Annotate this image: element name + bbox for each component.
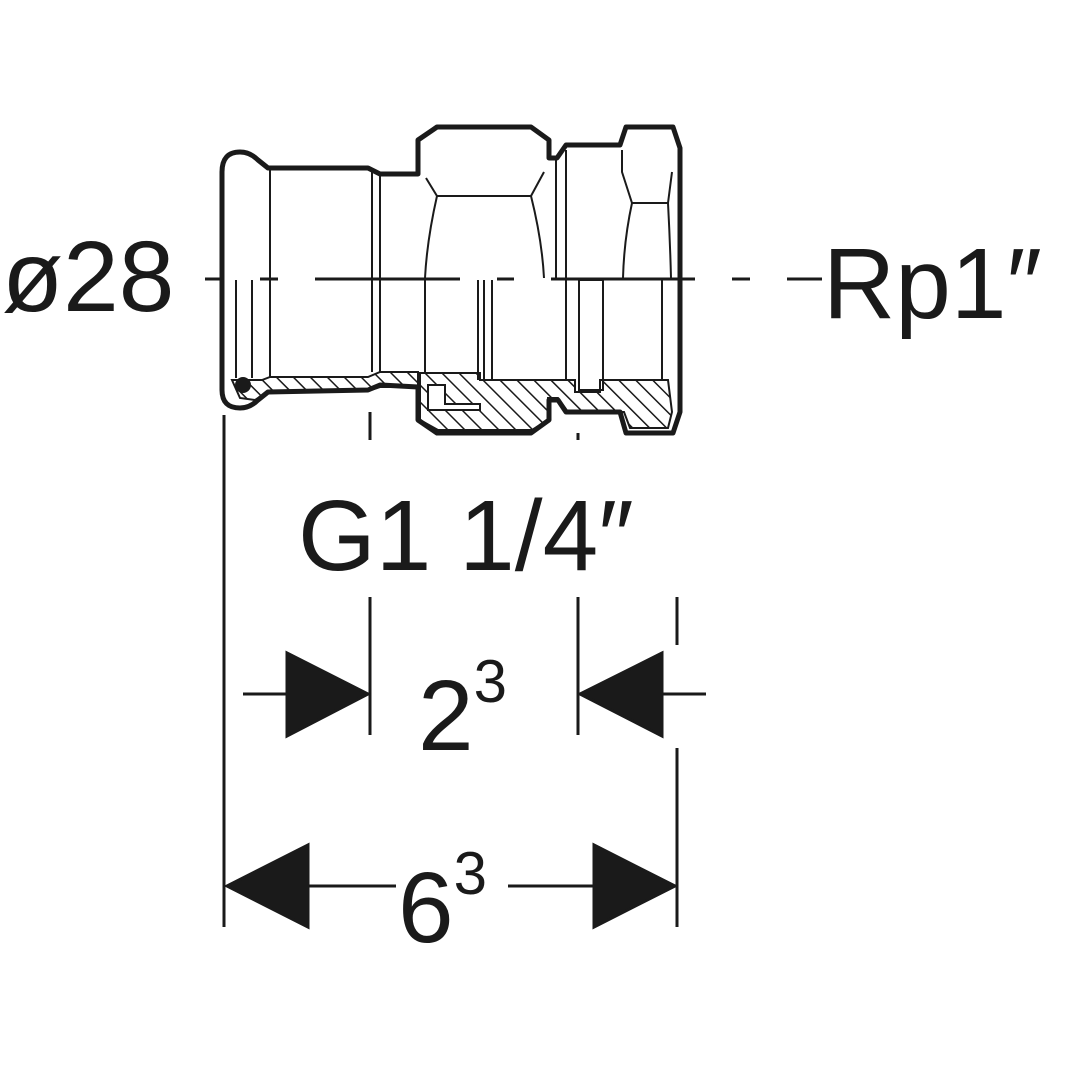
arrow-head xyxy=(576,650,664,739)
fitting-detail-lines xyxy=(235,150,673,391)
fitting-outline xyxy=(219,124,683,436)
arrow-head xyxy=(223,842,310,930)
total-dimension-value: 63 xyxy=(398,840,487,964)
arrow-head xyxy=(592,842,679,930)
female-thread-label: Rp1″ xyxy=(823,228,1042,340)
dimension-lines xyxy=(222,412,706,930)
pipe-diameter-label: ø28 xyxy=(2,221,174,333)
male-thread-label: G1 1/4″ xyxy=(298,480,634,592)
arrow-head xyxy=(285,650,372,739)
section-hatching xyxy=(230,371,674,431)
inner-dimension-value: 23 xyxy=(418,648,507,772)
